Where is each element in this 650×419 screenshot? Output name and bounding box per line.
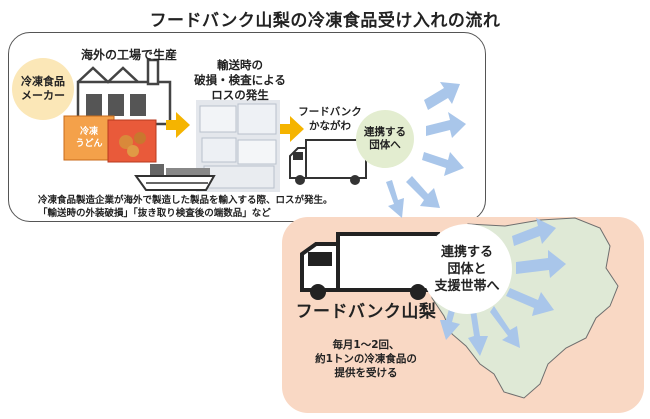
- arrow-icon: [424, 82, 460, 110]
- maker-label-line: メーカー: [21, 89, 65, 102]
- distribution-arrows-bottom: [440, 218, 566, 356]
- arrow-icon: [512, 218, 556, 246]
- partner-label-line: 連携する: [364, 126, 406, 138]
- factory-icon: [76, 58, 172, 126]
- flow-arrow-icon: [166, 112, 190, 138]
- foodbank-kanagawa-line: かながわ: [309, 120, 351, 132]
- monthly-line: 提供を受ける: [334, 367, 398, 379]
- factory-label: 海外の工場で生産: [80, 48, 177, 62]
- big-truck-icon: [300, 232, 440, 300]
- foodbank-kanagawa-label: フードバンク かながわ: [294, 105, 366, 133]
- partner-circle: 連携する 団体へ: [356, 110, 414, 168]
- monthly-line: 約1トンの冷凍食品の: [315, 353, 417, 365]
- foodbank-yamanashi-logo: フードバンク山梨: [295, 302, 437, 322]
- flow-arrow-icon: [280, 116, 304, 142]
- loss-label-line: ロスの発生: [211, 88, 269, 102]
- arrow-icon: [406, 176, 440, 208]
- monthly-line: 毎月1～2回、: [332, 339, 400, 351]
- loss-label: 輸送時の 破損・検査による ロスの発生: [192, 58, 288, 103]
- maker-circle: 冷凍食品 メーカー: [12, 58, 74, 120]
- arrow-icon: [506, 288, 554, 316]
- loss-label-line: 輸送時の: [217, 58, 263, 72]
- arrow-icon: [426, 112, 466, 138]
- support-circle: 連携する 団体と 支援世帯へ: [422, 224, 512, 314]
- maker-label-line: 冷凍食品: [21, 75, 65, 88]
- package-label: うどん: [75, 137, 102, 149]
- support-label-line: 連携する: [440, 244, 493, 260]
- support-label-line: 支援世帯へ: [434, 278, 500, 294]
- arrow-icon: [516, 250, 566, 278]
- arrow-icon: [490, 306, 520, 348]
- package-label: 冷凍: [80, 125, 99, 137]
- description-text: 冷凍食品製造企業が海外で製造した製品を輸入する際、ロスが発生。 「輸送時の外装破…: [38, 194, 478, 220]
- support-label-line: 団体と: [447, 261, 487, 277]
- distribution-arrows-top: [386, 82, 466, 218]
- frozen-food-packages-image: [63, 115, 157, 163]
- partner-label-line: 団体へ: [369, 139, 401, 151]
- arrow-icon: [386, 180, 404, 218]
- description-line: 冷凍食品製造企業が海外で製造した製品を輸入する際、ロスが発生。: [38, 195, 333, 206]
- arrow-icon: [468, 310, 488, 356]
- arrow-icon: [422, 152, 464, 176]
- description-line: 「輸送時の外装破損」「抜き取り検査後の端数品」など: [38, 208, 271, 219]
- loss-label-line: 破損・検査による: [194, 73, 286, 87]
- cargo-ship-icon: [134, 164, 216, 191]
- diagram-title: フードバンク山梨の冷凍食品受け入れの流れ: [149, 11, 501, 31]
- foodbank-kanagawa-line: フードバンク: [298, 106, 362, 118]
- monthly-supply-text: 毎月1～2回、 約1トンの冷凍食品の 提供を受ける: [296, 338, 436, 380]
- small-truck-icon: [289, 139, 367, 185]
